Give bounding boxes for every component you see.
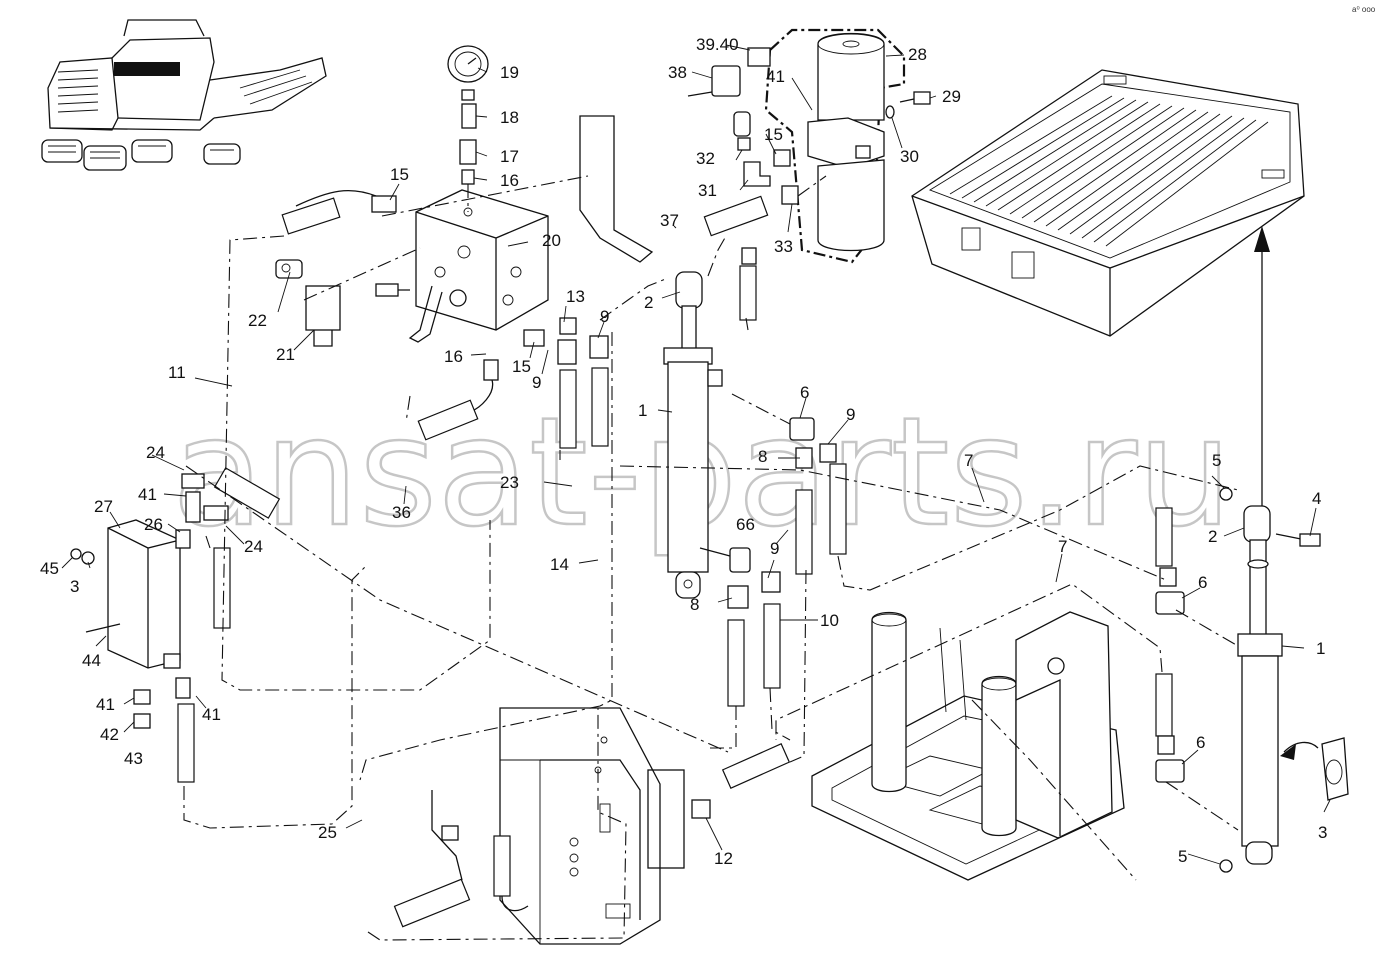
label-25: 25 [318, 823, 337, 842]
label-15: 15 [390, 165, 409, 184]
label-26: 26 [144, 515, 163, 534]
accumulator [764, 28, 906, 264]
label-33: 33 [774, 237, 793, 256]
label-14: 14 [550, 555, 569, 574]
label-42: 42 [100, 725, 119, 744]
pressure-switch [275, 259, 341, 347]
label-2b: 2 [1208, 527, 1217, 546]
label-1b: 1 [1316, 639, 1325, 658]
label-8b: 8 [690, 595, 699, 614]
pressure-gauge-stack [447, 45, 489, 212]
cylinder-fittings-left [691, 417, 847, 819]
label-19: 19 [500, 63, 519, 82]
label-16b: 16 [444, 347, 463, 366]
label-21: 21 [276, 345, 295, 364]
label-10: 10 [820, 611, 839, 630]
label-5b: 5 [1178, 847, 1187, 866]
label-44: 44 [82, 651, 101, 670]
label-9b: 9 [532, 373, 541, 392]
label-27: 27 [94, 497, 113, 516]
label-7a: 7 [1058, 537, 1067, 556]
lower-support-frame [393, 707, 661, 945]
label-16: 16 [500, 171, 519, 190]
label-18: 18 [500, 108, 519, 127]
label-24a: 24 [146, 443, 165, 462]
label-32: 32 [696, 149, 715, 168]
label-17: 17 [500, 147, 519, 166]
label-12: 12 [714, 849, 733, 868]
label-20: 20 [542, 231, 561, 250]
label-24b: 24 [244, 537, 263, 556]
label-9d: 9 [770, 539, 779, 558]
label-8a: 8 [758, 447, 767, 466]
leader-lines [61, 44, 1331, 865]
label-41b: 41 [202, 705, 221, 724]
hose-group-block [281, 189, 609, 449]
label-31: 31 [698, 181, 717, 200]
machine-thumbnail [41, 19, 327, 171]
label-13: 13 [566, 287, 585, 306]
label-9c: 9 [846, 405, 855, 424]
label-3b: 3 [1318, 823, 1327, 842]
hose-routing-lines [183, 175, 1239, 941]
accumulator-fittings [687, 47, 931, 321]
corner-code: a⁰ ooo [1352, 5, 1376, 14]
label-6c: 6 [1196, 733, 1205, 752]
mounting-bracket [579, 115, 654, 263]
label-15b: 15 [512, 357, 531, 376]
label-66: 66 [736, 515, 755, 534]
label-29: 29 [942, 87, 961, 106]
label-28: 28 [908, 45, 927, 64]
label-43: 43 [124, 749, 143, 768]
manifold-block [647, 769, 685, 869]
label-2a: 2 [644, 293, 653, 312]
label-39-40: 41 [766, 67, 785, 86]
label-1a: 1 [638, 401, 647, 420]
label-15c: 15 [764, 125, 783, 144]
label-36: 38 [668, 63, 687, 82]
machine-frame [811, 611, 1125, 881]
label-3a: 3 [70, 577, 79, 596]
left-valve-assembly [70, 467, 281, 783]
valve-block [408, 189, 549, 343]
label-6b: 6 [1198, 573, 1207, 592]
label-41a: 41 [96, 695, 115, 714]
label-11: 11 [168, 363, 186, 382]
label-6a: 6 [800, 383, 809, 402]
label-5a: 5 [1212, 451, 1221, 470]
label-7b: 7 [964, 451, 973, 470]
label-30: 30 [900, 147, 919, 166]
cylinder-fittings-right [1155, 507, 1185, 783]
label-22: 22 [248, 311, 267, 330]
label-4: 4 [1312, 489, 1321, 508]
lock-bracket [1280, 737, 1349, 801]
cylinder-right [1219, 487, 1321, 873]
label-9a: 9 [600, 307, 609, 326]
operator-console [911, 69, 1305, 337]
label-23: 23 [500, 473, 519, 492]
label-38: 41 [138, 485, 157, 504]
label-37: 39.40 [696, 35, 739, 54]
label-45: 45 [40, 559, 59, 578]
label-34: 37 [660, 211, 679, 230]
label-35: 36 [392, 503, 411, 522]
part-number-labels: 19 18 17 16 15 20 22 21 11 16 13 9 15 9 … [40, 35, 1327, 868]
